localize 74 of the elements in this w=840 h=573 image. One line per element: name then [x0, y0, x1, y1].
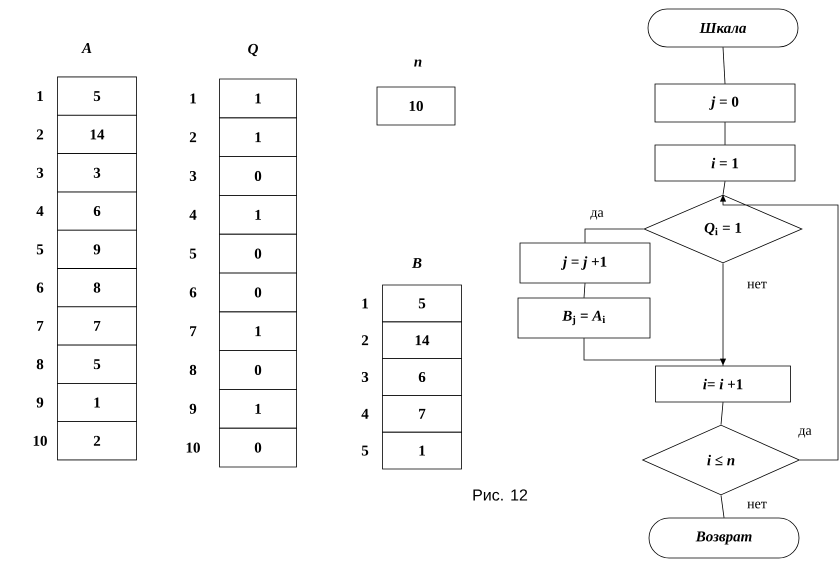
array-cell: 7 — [57, 306, 137, 346]
array-cell: 6 — [57, 191, 137, 231]
index-number: 1 — [362, 298, 368, 308]
edge-label: нет — [746, 280, 768, 290]
array-cell: 0 — [219, 272, 297, 312]
index-number: 7 — [37, 321, 44, 331]
connector — [722, 263, 724, 366]
index-number: 8 — [190, 364, 196, 376]
array-cell: 1 — [219, 78, 297, 118]
terminal-box: Возврат — [648, 518, 800, 558]
array-cell: 7 — [382, 395, 462, 433]
index-number: 2 — [36, 129, 44, 140]
index-number: 5 — [36, 244, 44, 254]
array-name: n — [414, 59, 422, 67]
index-number: 9 — [190, 404, 196, 414]
index-number: 6 — [36, 282, 44, 293]
connector — [722, 47, 726, 84]
array-cell: 0 — [219, 156, 297, 196]
process-box: B$_{j}$ = A$_{i}$ — [518, 298, 650, 338]
array-cell: 1 — [219, 311, 297, 351]
index-number: 4 — [189, 210, 196, 220]
index-number: 5 — [190, 248, 196, 259]
index-number: 2 — [362, 335, 368, 346]
figure-caption: Рис. 12 — [473, 489, 528, 501]
index-number: 5 — [362, 446, 368, 456]
index-number: 10 — [186, 442, 200, 453]
index-number: 4 — [361, 408, 368, 419]
index-number: 1 — [37, 91, 43, 102]
array-cell: 1 — [57, 382, 137, 422]
array-cell: 5 — [57, 344, 137, 384]
index-number: 6 — [190, 287, 196, 298]
array-cell: 0 — [219, 428, 297, 468]
array-cell: 1 — [219, 195, 297, 235]
connector — [584, 283, 586, 298]
array-cell: 2 — [57, 421, 137, 460]
array-name: A — [81, 43, 92, 53]
array-cell: 0 — [219, 234, 297, 274]
index-number: 2 — [190, 132, 196, 142]
process-box: j = j +1 — [520, 242, 650, 284]
array-cell: 3 — [57, 153, 137, 192]
array-cell: 1 — [382, 432, 462, 470]
index-number: 3 — [36, 168, 44, 178]
index-number: 4 — [36, 206, 44, 216]
index-number: 10 — [34, 436, 47, 446]
array-cell: 10 — [376, 86, 456, 126]
connector — [584, 228, 644, 243]
index-number: 3 — [362, 372, 368, 382]
array-cell: 8 — [57, 268, 137, 308]
array-cell: 5 — [57, 76, 137, 116]
index-number: 9 — [36, 397, 44, 408]
index-number: 1 — [190, 93, 196, 104]
index-number: 3 — [190, 170, 196, 182]
connector — [724, 122, 726, 145]
terminal-box: Шкала — [648, 8, 798, 48]
array-cell: 0 — [219, 350, 297, 390]
process-box: i= i +1 — [655, 366, 791, 402]
edge-label: нет — [746, 500, 768, 510]
process-box: j = 0 — [654, 84, 796, 122]
array-cell: 1 — [219, 117, 297, 157]
array-name: B — [412, 258, 422, 268]
array-cell: 6 — [382, 358, 462, 396]
array-cell: 14 — [382, 321, 462, 359]
edge-label: да — [589, 209, 605, 221]
array-cell: 9 — [57, 230, 137, 269]
connector — [720, 402, 724, 425]
index-number: 7 — [190, 326, 196, 336]
array-cell: 1 — [219, 389, 297, 429]
array-cell: 14 — [57, 114, 137, 154]
connector — [720, 495, 724, 518]
index-number: 8 — [36, 359, 44, 370]
connector — [722, 181, 726, 195]
array-name: Q — [248, 44, 258, 56]
array-cell: 5 — [382, 284, 462, 322]
process-box: i = 1 — [654, 144, 796, 182]
